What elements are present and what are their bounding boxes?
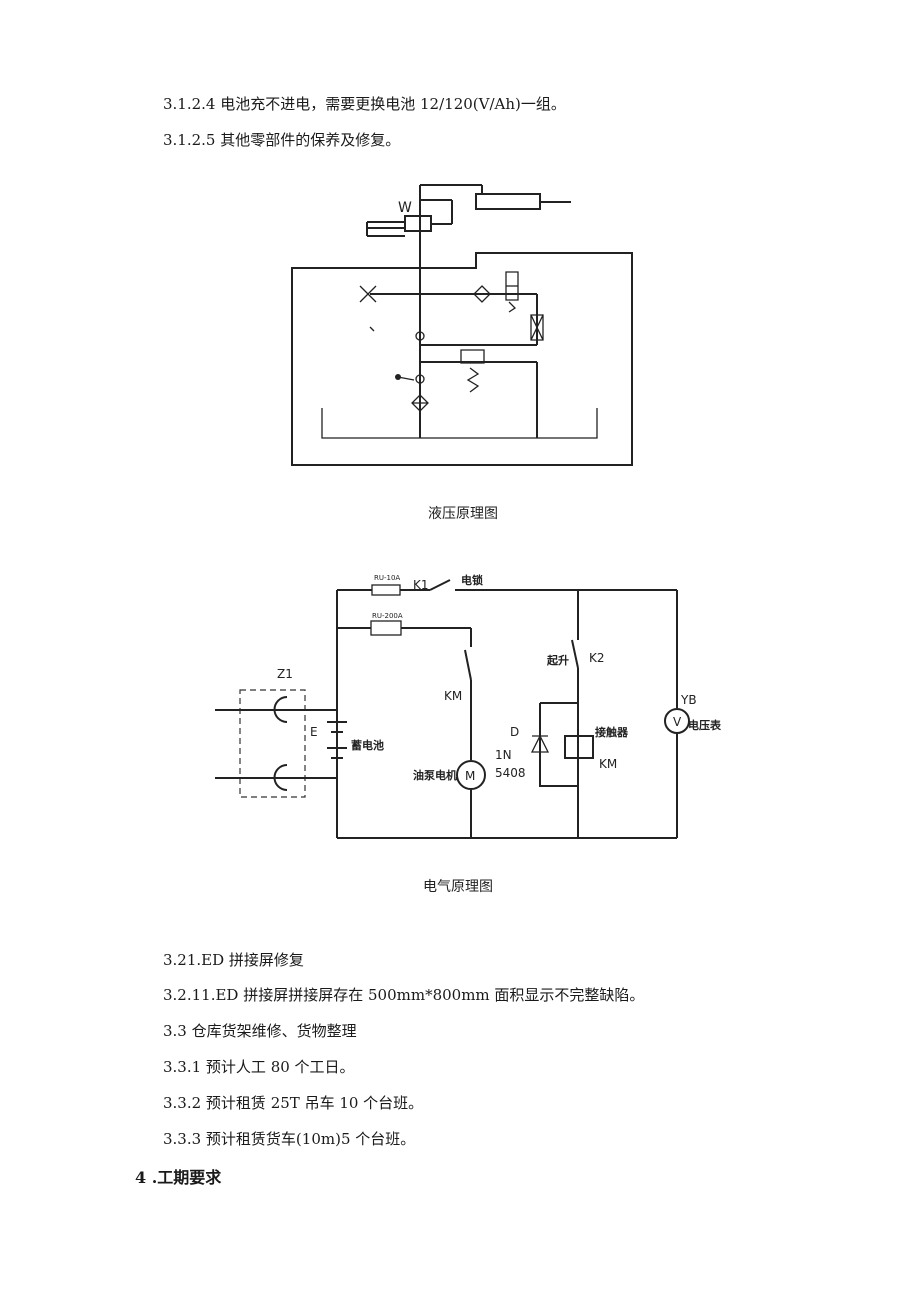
label-km-switch: KM [444,689,462,703]
filter-icon [473,285,491,303]
fuse-10a [371,584,401,596]
stop-cross-icon [359,285,377,303]
paragraph-3-21: 3.21.ED 拼接屏修复 [163,951,304,969]
solenoid-valve [505,271,519,301]
paragraph-3-1-2-4: 3.1.2.4 电池充不进电，需要更换电池 12/120(V/Ah)一组。 [163,95,566,113]
w-valve [404,215,432,232]
fuse-200a [370,620,402,636]
label-fuse1: RU-10A [374,574,400,582]
paragraph-3-1-2-5: 3.1.2.5 其他零部件的保养及修复。 [163,131,401,149]
label-contactor: 接触器 [595,725,629,739]
label-k1: K1 [413,578,429,592]
k2-switch [571,639,579,669]
label-pump-motor: 油泵电机 [413,768,457,782]
label-motor-m: M [465,769,475,783]
label-yb: YB [680,693,697,707]
label-km-coil: KM [599,757,617,771]
throttle-valve [530,314,544,341]
diode-icon [530,734,550,753]
paragraph-3-3-1: 3.3.1 预计人工 80 个工日。 [163,1058,355,1076]
reservoir-line [321,408,598,439]
label-v: V [673,715,682,729]
electrical-diagram: RU-10A RU-200A K1 电锁 Z1 KM E 蓄电池 油泵电机 M … [215,573,722,839]
paragraph-3-3-2: 3.3.2 预计租赁 25T 吊车 10 个台班。 [163,1094,424,1112]
label-k2: K2 [589,651,605,665]
contactor-coil [564,735,594,759]
relief-valve [460,349,485,364]
paragraph-3-3-3: 3.3.3 预计租赁货车(10m)5 个台班。 [163,1130,416,1148]
label-5408: 5408 [495,766,526,780]
electrical-caption: 电气原理图 [423,879,493,895]
valve-label-w: W [398,200,412,216]
label-z1: Z1 [277,667,293,681]
paragraph-3-2-11: 3.2.11.ED 拼接屏拼接屏存在 500mm*800mm 面积显示不完整缺陷… [163,986,645,1004]
label-e: E [310,725,318,739]
hydraulic-tank-outline [291,252,633,466]
label-battery: 蓄电池 [351,738,384,752]
hydraulic-diagram: W [291,184,633,466]
lift-cylinder [475,193,541,210]
k1-switch [429,579,451,591]
hydraulic-caption: 液压原理图 [428,506,498,522]
label-fuse2: RU-200A [372,612,403,620]
label-lock: 电锁 [461,573,483,587]
label-lift: 起升 [546,653,569,667]
paragraph-3-3: 3.3 仓库货架维修、货物整理 [163,1022,357,1040]
km-main-contact [464,649,472,681]
label-1n: 1N [495,748,512,762]
label-voltmeter: 电压表 [688,718,722,732]
z1-connector [239,689,306,798]
suction-filter-icon [411,394,429,412]
label-d: D [510,725,519,739]
section-heading-4: 4 .工期要求 [135,1168,222,1187]
